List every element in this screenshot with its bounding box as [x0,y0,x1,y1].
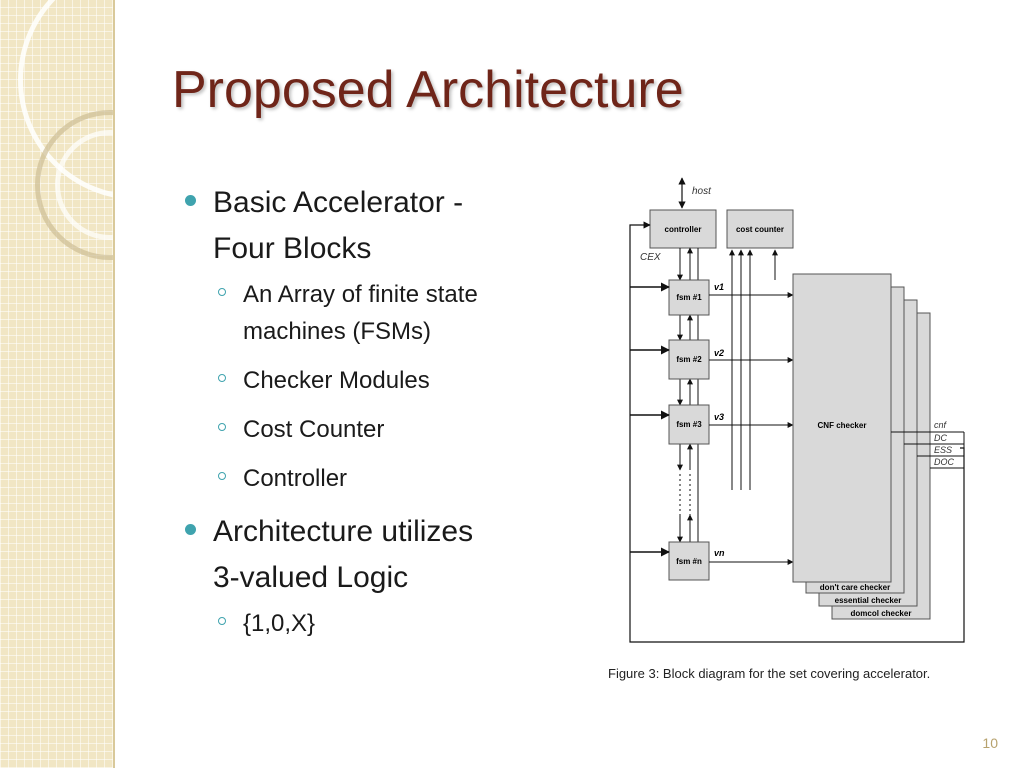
fsm-label: fsm #2 [676,355,702,364]
sub-bullet-item: {1,0,X} [185,605,585,642]
fsm-block [668,541,710,581]
decorative-side-panel [0,0,113,768]
sub-bullet-ring-icon [218,617,226,625]
figure-caption: Figure 3: Block diagram for the set cove… [608,666,930,681]
bullet-dot-icon [185,524,196,535]
sub-bullet-item: Controller [185,460,585,497]
sub-bullet-ring-icon [218,288,226,296]
controller-block [649,209,717,249]
bullet-list: Basic Accelerator - Four Blocks An Array… [185,180,585,654]
bullet-item: Basic Accelerator - Four Blocks [185,180,585,272]
controller-label: controller [665,225,702,234]
bullet-dot-icon [185,195,196,206]
cnf-checker-block [792,273,892,583]
sub-bullet-ring-icon [218,374,226,382]
cost-counter-block [726,209,794,249]
sub-bullet-text: An Array of finite state [243,281,478,308]
fsm-label: fsm #1 [676,293,702,302]
cex-label: CEX [640,252,661,263]
sub-bullet-text: machines (FSMs) [243,318,432,345]
sub-bullet-text: Controller [243,465,348,492]
cost-counter-label: cost counter [736,225,784,234]
sub-bullet-ring-icon [218,423,226,431]
fsm-signal-label: v2 [714,348,724,358]
output-label: cnf [934,420,948,430]
bullet-text: 3-valued Logic [213,561,409,594]
bullet-text: Four Blocks [213,232,372,265]
host-label: host [692,186,712,197]
cnf-checker-label: CNF checker [818,421,867,430]
sub-bullet-item: Cost Counter [185,411,585,448]
side-divider [113,0,115,768]
output-label: ESS [934,445,952,455]
feedback-loop [629,221,965,643]
fsm-label: fsm #n [676,557,702,566]
output-label: DOC [934,457,955,467]
fsm-label: fsm #3 [676,420,702,429]
fsm-signal-label: vn [714,548,725,558]
domcol-checker-label: domcol checker [851,609,912,618]
fsm-block [668,339,710,380]
sub-bullet-item: An Array of finite state machines (FSMs) [185,276,585,350]
fsm-signal-label: v3 [714,412,724,422]
sub-bullet-text: Cost Counter [243,416,385,443]
essential-checker-label: essential checker [835,596,902,605]
fsm-signal-label: v1 [714,282,724,292]
output-label: DC [934,433,947,443]
bullet-item: Architecture utilizes 3-valued Logic [185,509,585,601]
sub-bullet-item: Checker Modules [185,362,585,399]
sub-bullet-ring-icon [218,472,226,480]
block-diagram: host controller cost counter CEX fsm #1 … [608,177,965,681]
page-number: 10 [982,735,998,751]
sub-bullet-text: {1,0,X} [243,610,316,637]
sub-bullet-text: Checker Modules [243,367,430,394]
dont-care-checker-label: don't care checker [820,583,890,592]
bullet-text: Architecture utilizes [213,515,474,548]
fsm-block [668,279,710,316]
bullet-text: Basic Accelerator - [213,186,464,219]
slide-title: Proposed Architecture [172,61,684,119]
